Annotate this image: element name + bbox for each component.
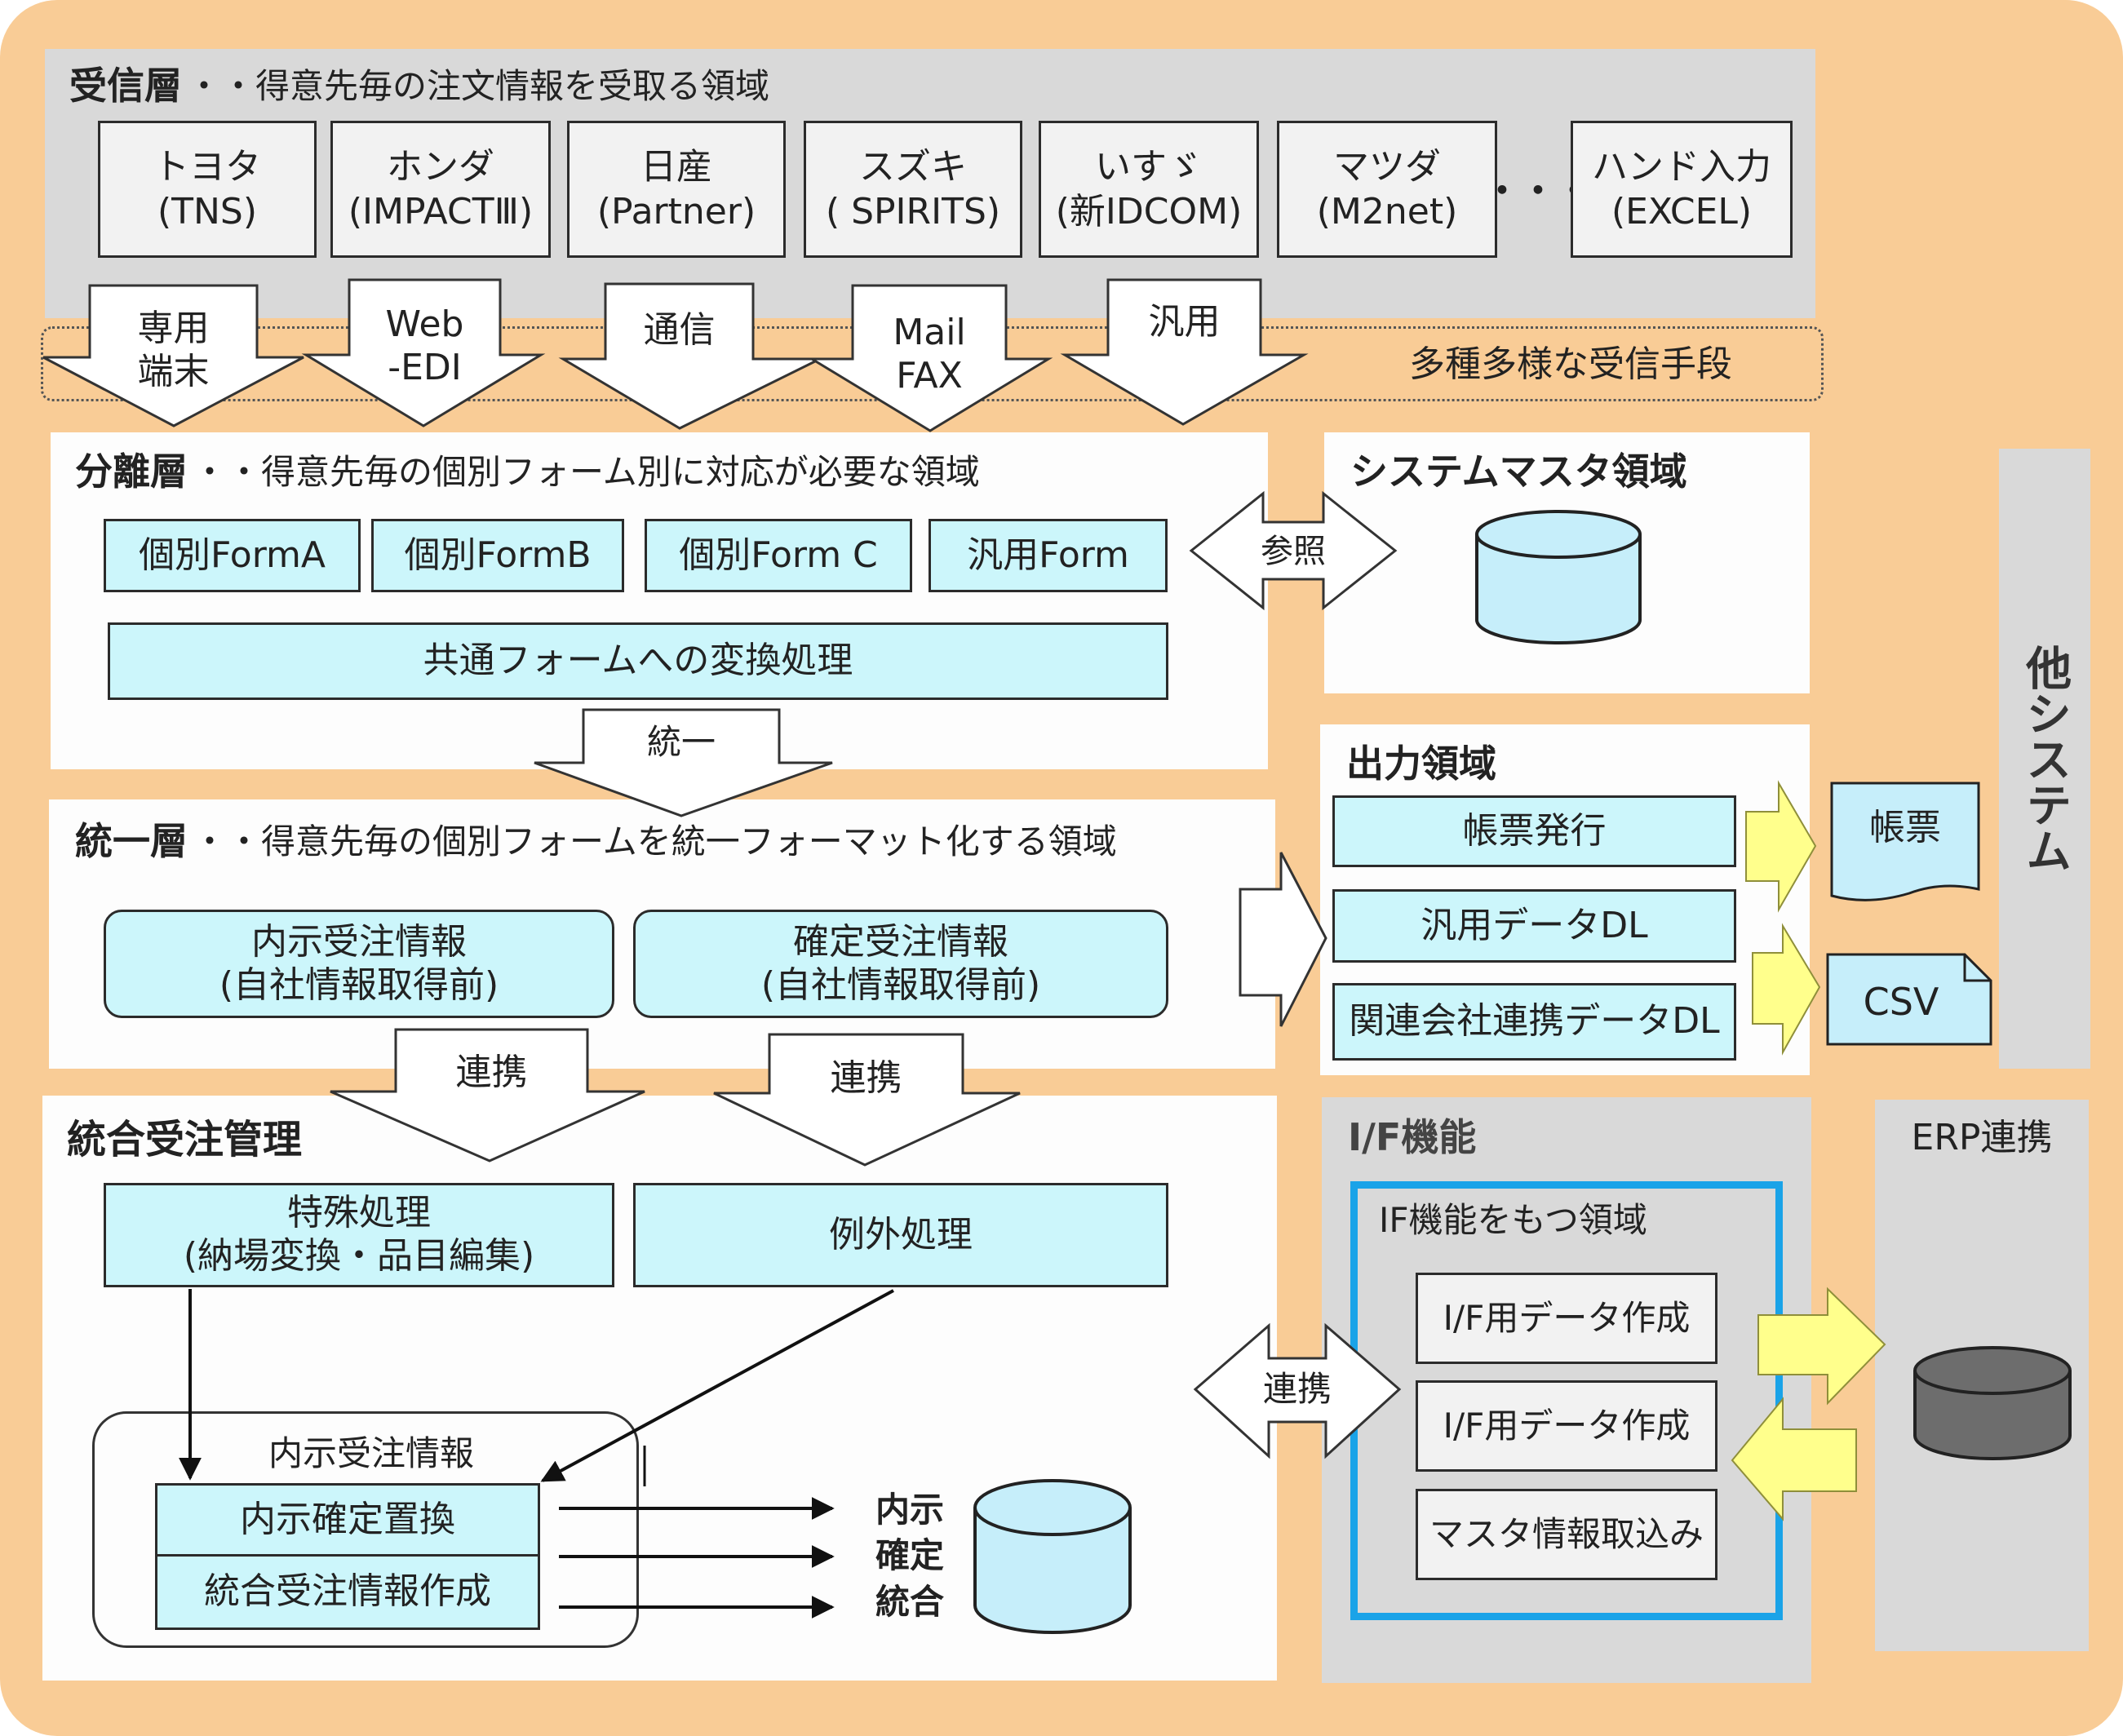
unify-arrow: [534, 708, 833, 817]
yellow-arrow-to-report: [1745, 780, 1817, 913]
customer-box-manual-input[interactable]: ハンド入力(EXCEL): [1571, 121, 1793, 258]
if-data-create-box-2[interactable]: I/F用データ作成: [1416, 1380, 1717, 1472]
csv-document-label: CSV: [1863, 980, 1939, 1025]
customer-name: ホンダ: [386, 146, 494, 188]
customer-system: (IMPACTⅢ): [348, 191, 534, 232]
master-info-import-box[interactable]: マスタ情報取込み: [1416, 1489, 1717, 1580]
output-item-report-issue[interactable]: 帳票発行: [1332, 795, 1736, 867]
output-label-integrated: 統合: [875, 1581, 944, 1622]
if-area-title: IF機能をもつ領域: [1379, 1200, 1647, 1240]
interface-title: I/F機能: [1348, 1115, 1477, 1159]
yellow-arrow-to-csv: [1752, 923, 1821, 1056]
channel-arrow-web-edi: [301, 278, 546, 427]
customer-system: (新IDCOM): [1055, 191, 1243, 232]
system-master-title: システムマスタ領域: [1350, 450, 1687, 494]
customer-name: いすゞ: [1094, 146, 1203, 188]
integrated-order-create-box[interactable]: 統合受注情報作成: [155, 1554, 540, 1630]
exception-to-replace-line: [540, 1289, 894, 1482]
integration-link-label: 連携: [1262, 1369, 1332, 1410]
unified-layer-desc: ・・得意先毎の個別フォームを統一フォーマット化する領域: [193, 821, 1117, 861]
customer-name: スズキ: [859, 146, 967, 188]
separation-layer-title: 分離層: [75, 450, 188, 494]
system-master-database-icon: [1475, 510, 1642, 644]
erp-database-icon: [1913, 1346, 2072, 1460]
common-form-conversion-box[interactable]: 共通フォームへの変換処理: [108, 622, 1168, 700]
channel-label-generic: 汎用: [1148, 300, 1221, 343]
reception-layer-title: 受信層: [69, 64, 182, 108]
channel-arrow-generic: [1060, 278, 1309, 426]
customer-system: (M2net): [1316, 191, 1458, 232]
form-box-c[interactable]: 個別Form C: [645, 519, 912, 592]
reception-layer-desc: ・・得意先毎の注文情報を受取る領域: [187, 65, 770, 106]
form-box-a[interactable]: 個別FormA: [104, 519, 361, 592]
channel-label-web-edi: Web -EDI: [385, 303, 464, 388]
link-arrow-right: [713, 1033, 1021, 1167]
reception-layer-heading: 受信層 ・・得意先毎の注文情報を受取る領域: [69, 59, 769, 108]
other-system-panel: [1999, 449, 2090, 1069]
csv-document-icon: [1826, 953, 1992, 1046]
link-arrow-left: [330, 1028, 645, 1162]
yellow-arrow-from-erp: [1731, 1397, 1857, 1521]
other-system-title: 他システム: [2018, 644, 2072, 873]
unified-to-output-arrow: [1239, 852, 1327, 1027]
integration-link-double-arrow: [1193, 1322, 1402, 1459]
customer-name: トヨタ: [153, 146, 261, 188]
customer-box-toyota[interactable]: トヨタ(TNS): [98, 121, 317, 258]
output-item-generic-data-dl[interactable]: 汎用データDL: [1332, 889, 1736, 963]
link-arrow-left-label: 連携: [455, 1051, 528, 1093]
reference-double-arrow: [1189, 490, 1398, 611]
customer-box-nissan[interactable]: 日産(Partner): [567, 121, 786, 258]
separation-layer-desc: ・・得意先毎の個別フォーム別に対応が必要な領域: [193, 451, 980, 492]
unified-layer-title: 統一層: [75, 819, 188, 863]
channel-label-mail-fax: Mail FAX: [893, 312, 966, 396]
form-box-generic[interactable]: 汎用Form: [929, 519, 1168, 592]
customer-system: (TNS): [157, 191, 258, 232]
exception-processing-box[interactable]: 例外処理: [633, 1183, 1168, 1287]
customer-box-honda[interactable]: ホンダ(IMPACTⅢ): [330, 121, 551, 258]
channels-label: 多種多様な受信手段: [1409, 343, 1732, 385]
report-document-icon: [1830, 782, 1980, 901]
customer-box-mazda[interactable]: マツダ(M2net): [1277, 121, 1497, 258]
unify-arrow-label: 統一: [646, 721, 716, 762]
link-arrow-right-label: 連携: [830, 1056, 902, 1099]
customer-system: (Partner): [596, 191, 756, 232]
channel-arrow-mail-fax: [807, 284, 1053, 432]
channel-arrow-communication: [558, 282, 821, 430]
customer-box-suzuki[interactable]: スズキ( SPIRITS): [804, 121, 1022, 258]
customer-name: ハンド入力: [1592, 146, 1771, 188]
output-item-affiliate-data-dl[interactable]: 関連会社連携データDL: [1332, 983, 1736, 1061]
tentative-order-group-label: 内示受注情報: [268, 1433, 474, 1473]
customer-name: マツダ: [1333, 146, 1441, 188]
customer-box-isuzu[interactable]: いすゞ(新IDCOM): [1039, 121, 1259, 258]
erp-title: ERP連携: [1911, 1116, 2053, 1158]
output-area-title: 出力領域: [1346, 742, 1496, 786]
tentative-confirm-replace-box[interactable]: 内示確定置換: [155, 1483, 540, 1557]
tentative-order-info-box[interactable]: 内示受注情報 (自社情報取得前): [104, 910, 614, 1018]
customer-system: ( SPIRITS): [825, 191, 1001, 232]
order-database-icon: [973, 1479, 1132, 1634]
report-document-label: 帳票: [1869, 806, 1941, 848]
channel-arrow-dedicated-terminal: [42, 284, 304, 427]
reference-arrow-label: 参照: [1261, 533, 1326, 570]
confirmed-order-info-box[interactable]: 確定受注情報 (自社情報取得前): [633, 910, 1168, 1018]
customer-system: (EXCEL): [1611, 191, 1753, 232]
channel-label-communication: 通信: [643, 308, 716, 351]
form-box-b[interactable]: 個別FormB: [371, 519, 624, 592]
output-label-confirmed: 確定: [875, 1534, 944, 1575]
if-data-create-box-1[interactable]: I/F用データ作成: [1416, 1273, 1717, 1364]
output-label-tentative: 内示: [875, 1489, 944, 1530]
channel-label-dedicated-terminal: 専用 端末: [137, 308, 210, 392]
yellow-arrow-to-erp: [1757, 1286, 1886, 1406]
customer-name: 日産: [640, 146, 712, 188]
special-processing-box[interactable]: 特殊処理 (納場変換・品目編集): [104, 1183, 614, 1287]
integrated-order-title: 統合受注管理: [67, 1117, 303, 1162]
unified-layer-heading: 統一層 ・・得意先毎の個別フォームを統一フォーマット化する領域: [75, 814, 1117, 863]
separation-layer-heading: 分離層 ・・得意先毎の個別フォーム別に対応が必要な領域: [75, 445, 980, 494]
